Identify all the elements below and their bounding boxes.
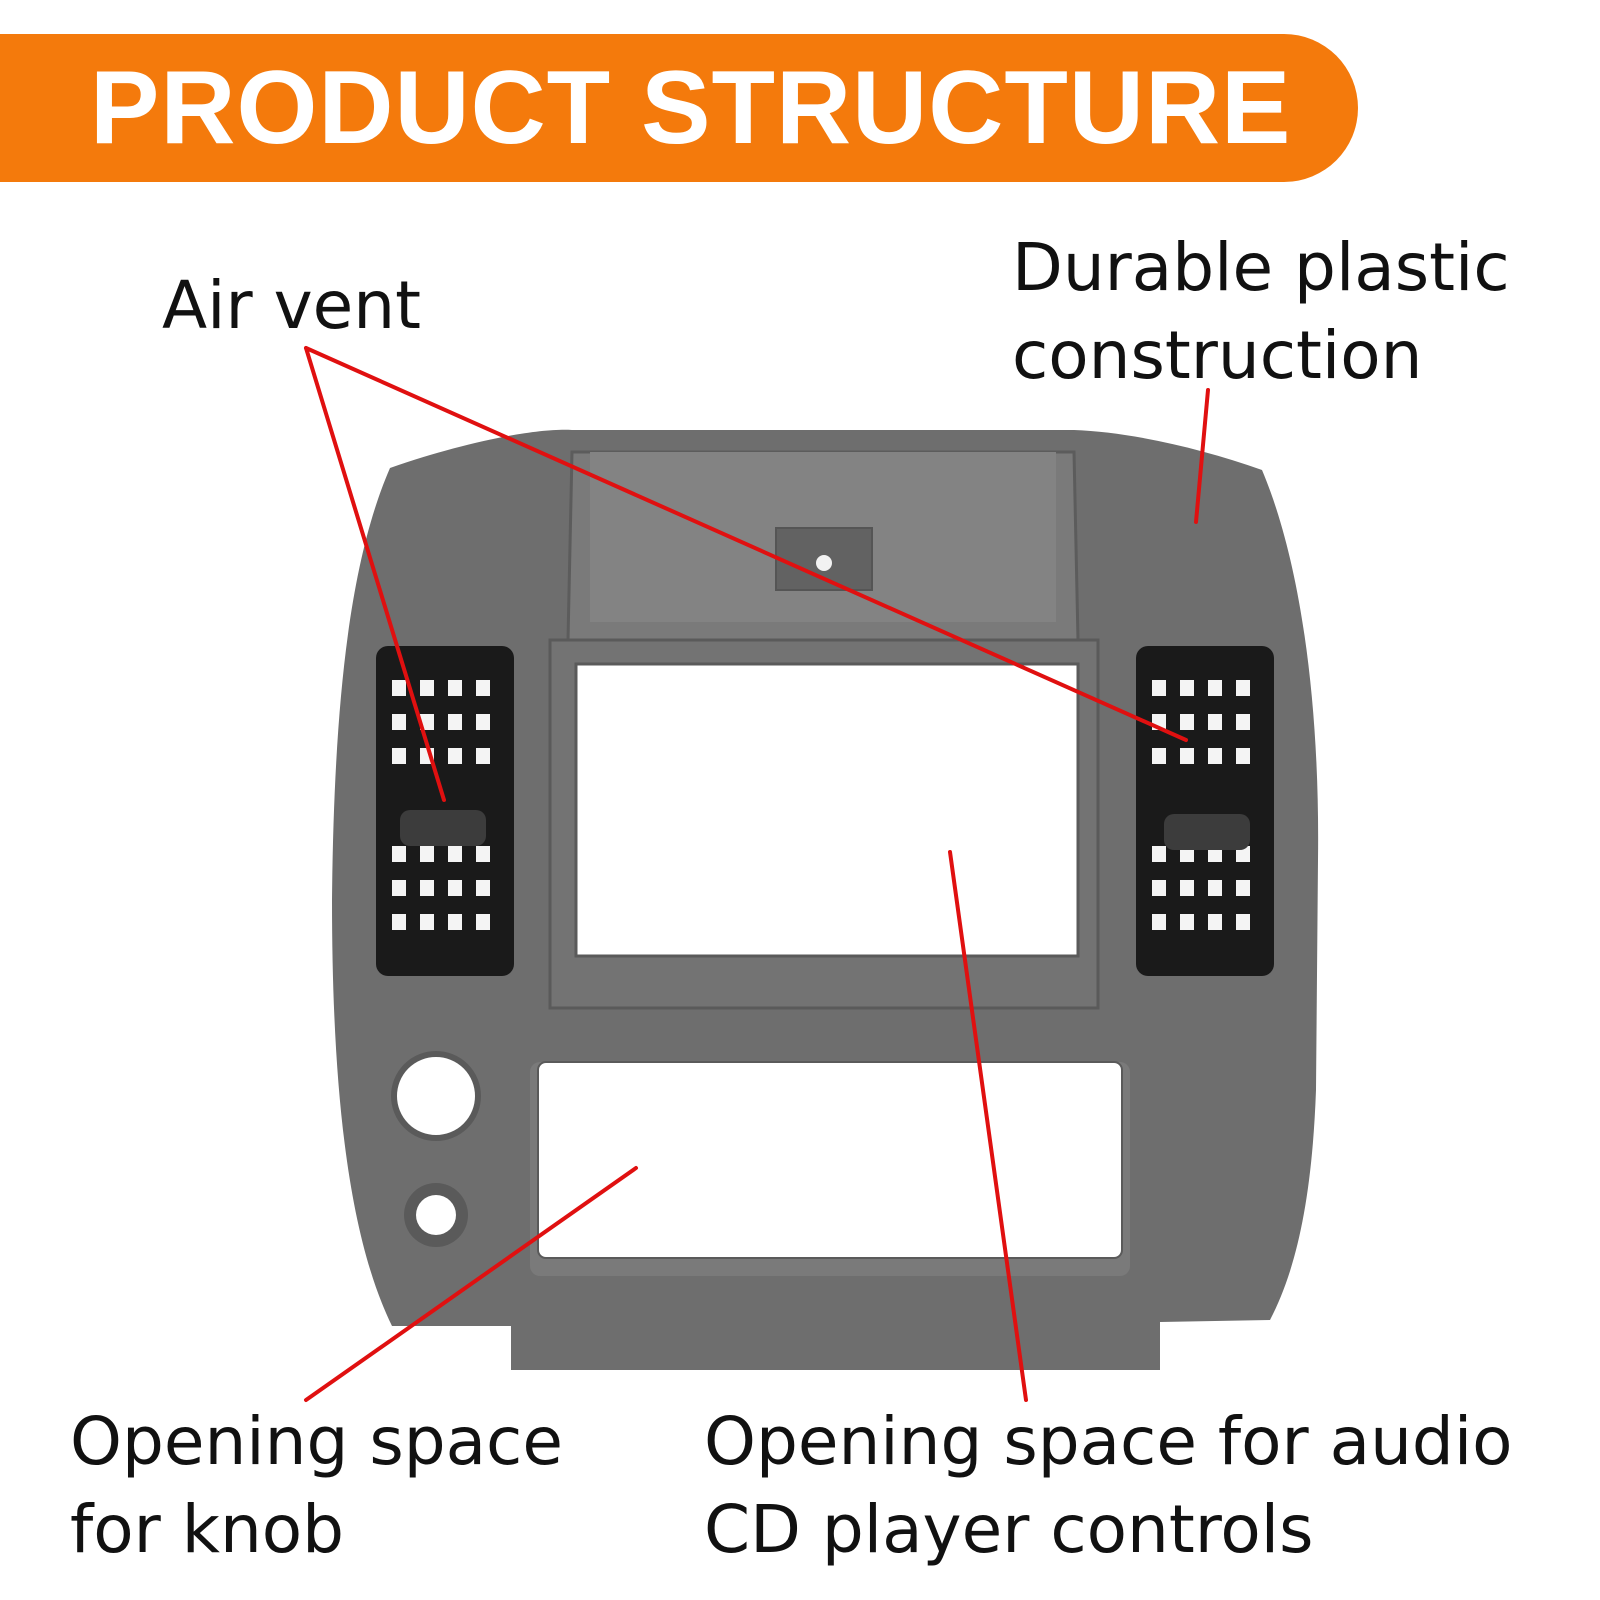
screen-opening	[574, 662, 1080, 958]
right-air-vent	[1136, 646, 1274, 976]
knob-hole-large	[391, 1051, 481, 1141]
label-audio-line-2: CD player controls	[704, 1491, 1314, 1568]
audio-opening-hole	[537, 1061, 1123, 1259]
leader-air-vent-right	[304, 346, 1188, 742]
label-knob-opening: Opening space for knob	[70, 1398, 563, 1574]
label-knob-line-1: Opening space	[70, 1403, 563, 1480]
banner-title: PRODUCT STRUCTURE	[90, 50, 1292, 166]
left-air-vent	[376, 646, 514, 976]
label-air-vent-text: Air vent	[162, 267, 421, 344]
leader-knob	[304, 1166, 638, 1402]
knob-hole-small-inner	[416, 1195, 456, 1235]
label-plastic-line-2: construction	[1012, 317, 1423, 394]
label-durable-plastic: Durable plastic construction	[1012, 224, 1510, 400]
label-audio-line-1: Opening space for audio	[704, 1403, 1513, 1480]
leader-air-vent-left	[304, 346, 446, 802]
label-knob-line-2: for knob	[70, 1491, 345, 1568]
label-audio-opening: Opening space for audio CD player contro…	[704, 1398, 1513, 1574]
leader-audio	[948, 850, 1028, 1402]
tab-hole	[816, 555, 832, 571]
leader-plastic	[1194, 388, 1210, 524]
title-banner: PRODUCT STRUCTURE	[0, 34, 1358, 182]
label-air-vent: Air vent	[162, 262, 421, 350]
label-plastic-line-1: Durable plastic	[1012, 229, 1510, 306]
